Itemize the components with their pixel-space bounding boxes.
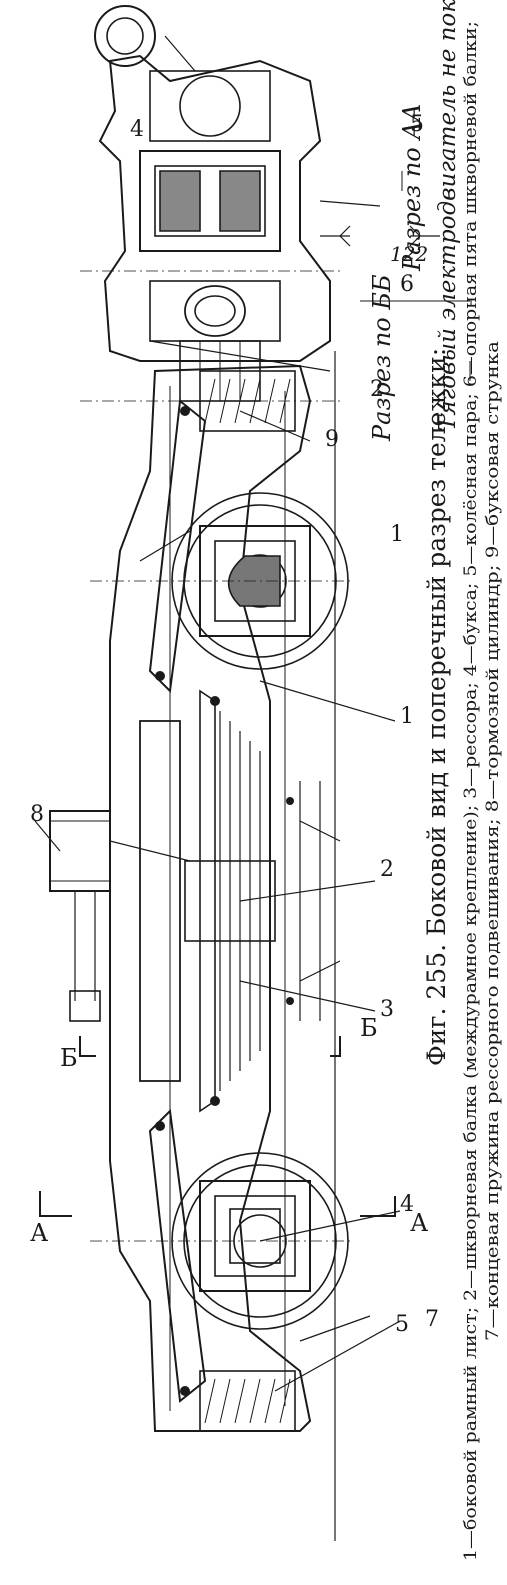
side-view-callouts (34, 410, 401, 1392)
callout-section-4: 4 (130, 117, 144, 142)
section-title-aa: Разрез по АА (398, 103, 426, 272)
callout-side-4: 3 (380, 997, 394, 1022)
section-mark-b-right: Б (360, 1014, 378, 1042)
callout-side-1: 7 (425, 1307, 439, 1332)
section-bolster (149, 280, 281, 342)
bolster (139, 720, 181, 1082)
callout-section-6: 6 (400, 272, 414, 297)
callout-side-6: 1 (400, 704, 414, 729)
section-mark-b-left: Б (60, 1044, 78, 1072)
brake-cylinder (49, 810, 111, 1022)
section-note: Тяговый электродвигатель не показан (435, 0, 461, 431)
side-frame (109, 364, 312, 1432)
section-dimension: 122 (390, 242, 428, 266)
section-mark-a-left: А (30, 1219, 48, 1247)
figure-legend-line-2: 7—концевая пружина рессорного подвешиван… (483, 341, 503, 1341)
callout-side-8: 8 (30, 802, 44, 827)
callout-side-3: 4 (400, 1192, 414, 1217)
callout-side-5: 2 (380, 857, 394, 882)
callout-section-1: 1 (390, 522, 404, 547)
section-marks (39, 1036, 396, 1217)
figure-caption: Фиг. 255. Боковой вид и поперечный разре… (422, 348, 451, 1066)
callout-section-2: 2 (370, 377, 384, 402)
callout-side-7: 9 (325, 427, 339, 452)
section-mark-a-right: А (410, 1209, 428, 1237)
callout-side-2: 5 (395, 1312, 409, 1337)
equalizer-left (148, 1108, 207, 1403)
bogie-side-view (49, 351, 350, 1541)
figure-legend-line-1: 1—боковой рамный лист; 2—шкворневая балк… (461, 21, 481, 1561)
end-spring-left (199, 1370, 296, 1432)
leaf-spring (184, 689, 276, 1113)
bogie-cross-section (80, 5, 471, 402)
callout-section-5: 5 (410, 112, 424, 137)
section-title-bb: Разрез по ББ (368, 274, 396, 442)
axle-box-left (199, 1180, 311, 1292)
equalizer-right (148, 399, 207, 694)
